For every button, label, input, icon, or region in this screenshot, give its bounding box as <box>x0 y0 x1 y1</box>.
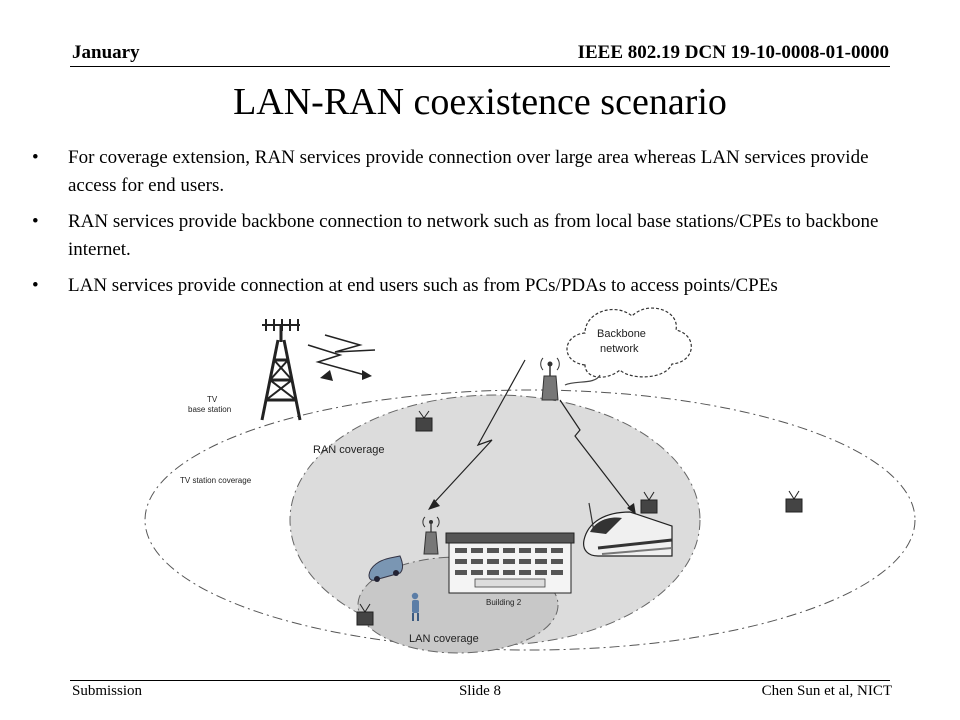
lightning-arrowhead <box>362 370 372 380</box>
antenna-icon <box>540 357 560 401</box>
header-left: January <box>72 42 140 63</box>
tv-tower-icon <box>260 319 302 421</box>
slide-title: LAN-RAN coexistence scenario <box>233 81 727 123</box>
tv-coverage-label: TV station coverage <box>180 476 252 485</box>
header-right: IEEE 802.19 DCN 19-10-0008-01-0000 <box>577 42 889 63</box>
bullet-list: • For coverage extension, RAN services pr… <box>32 144 912 308</box>
tv-station-label-1: TV <box>207 395 218 404</box>
bullet-item: • RAN services provide backbone connectio… <box>32 208 912 264</box>
person-icon <box>411 592 419 621</box>
bullet-item: • LAN services provide connection at end … <box>32 272 912 300</box>
header-rule <box>70 66 890 67</box>
lightning-arrowhead <box>627 503 636 515</box>
lightning-icon <box>307 334 376 376</box>
bullet-dot: • <box>32 147 39 168</box>
tv-receiver-icon <box>640 491 658 514</box>
cloud-icon <box>566 307 692 378</box>
bullet-dot: • <box>32 275 39 296</box>
backbone-label-1: Backbone <box>597 328 646 340</box>
bullet-text: LAN services provide connection at end u… <box>68 275 778 296</box>
ran-link-lightning <box>431 359 633 511</box>
tv-receiver-icon <box>415 410 433 432</box>
bullet-text: RAN services provide backbone connection… <box>68 211 879 260</box>
ran-coverage-label: RAN coverage <box>313 444 385 456</box>
tv-coverage-area <box>144 389 916 651</box>
tv-station-label-2: base station <box>188 405 231 414</box>
footer-center: Slide 8 <box>458 683 502 699</box>
bullet-text: For coverage extension, RAN services pro… <box>68 147 869 196</box>
antenna-icon <box>422 516 440 555</box>
bullet-dot: • <box>32 211 39 232</box>
backbone-label-2: network <box>600 343 639 355</box>
footer-right: Chen Sun et al, NICT <box>761 683 892 699</box>
building-icon <box>445 532 575 594</box>
footer-left: Submission <box>72 683 143 699</box>
footer-rule <box>70 680 890 681</box>
train-icon <box>583 502 673 557</box>
lan-coverage-label: LAN coverage <box>409 633 479 645</box>
tv-receiver-icon <box>785 490 803 513</box>
car-icon <box>368 555 404 582</box>
building-label: Building 2 <box>486 598 522 607</box>
lightning-arrowhead <box>320 370 333 381</box>
tv-receiver-icon <box>356 603 374 626</box>
bullet-item: • For coverage extension, RAN services pr… <box>32 144 912 200</box>
backbone-link <box>564 374 601 386</box>
lightning-arrowhead <box>428 499 440 510</box>
